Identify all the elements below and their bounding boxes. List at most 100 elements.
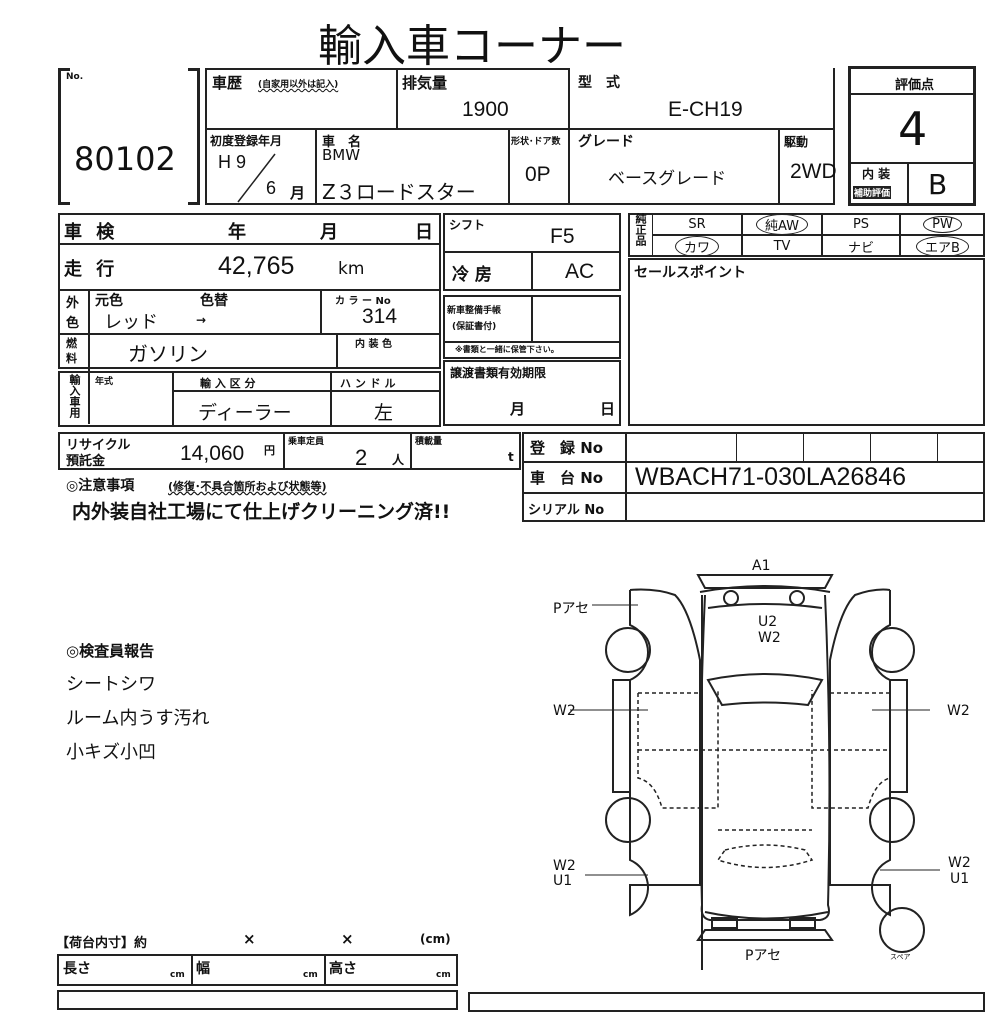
divider xyxy=(88,289,90,424)
drive-cell xyxy=(778,128,835,205)
registration-table xyxy=(522,432,985,522)
cargo-length-label: 長さ xyxy=(63,961,91,977)
fuel-label-1: 燃 xyxy=(66,337,77,350)
option-5: カワ xyxy=(652,235,742,257)
cm-unit: cm xyxy=(170,970,185,980)
page-title: 輸入車コーナー xyxy=(318,21,626,72)
divider xyxy=(172,371,174,427)
score-label: 評価点 xyxy=(895,78,935,93)
divider xyxy=(803,432,804,461)
body-doors-label: 形状･ドア数 xyxy=(511,137,561,147)
car-maker: BMW xyxy=(322,146,361,164)
divider xyxy=(848,93,976,95)
drive-value: 2WD xyxy=(790,160,837,183)
divider xyxy=(172,390,441,392)
spare-label: スペア xyxy=(890,953,911,961)
option-8: エアB xyxy=(900,235,985,257)
model-code-label: 型 式 xyxy=(578,75,620,91)
interior-label-1: 内 装 xyxy=(862,167,891,181)
inspector-line: シートシワ xyxy=(66,674,156,695)
option-1: SR xyxy=(652,213,742,235)
damage-right-door: W2 xyxy=(947,703,970,719)
interior-label-2: 補助評価 xyxy=(853,186,892,199)
mileage-value: 42,765 xyxy=(218,252,295,280)
sales-point-box xyxy=(628,258,985,426)
cm-unit: cm xyxy=(303,970,318,980)
car-name-label: 車 名 xyxy=(322,135,362,150)
inspection-month: 月 xyxy=(320,222,338,243)
shift-label: シフト xyxy=(449,218,486,232)
notes-sub: (修復･不具合箇所および状態等) xyxy=(168,480,327,493)
car-damage-diagram xyxy=(570,574,940,970)
car-outline xyxy=(605,574,925,970)
divider xyxy=(443,341,621,343)
body-doors-value: 0P xyxy=(525,163,551,186)
notes-text: 内外装自社工場にて仕上げクリーニング済!! xyxy=(72,501,451,523)
transfer-label: 譲渡書類有効期限 xyxy=(450,366,547,380)
damage-left-door: W2 xyxy=(553,703,576,719)
first-reg-month: 6 xyxy=(266,178,277,198)
exterior-label-2: 色 xyxy=(66,316,80,331)
option-3: PS xyxy=(822,213,900,235)
slash-divider xyxy=(237,153,276,203)
cargo-table xyxy=(57,954,458,986)
cargo-label: 【荷台内寸】約 xyxy=(56,936,148,951)
ac-value: AC xyxy=(565,260,595,283)
damage-front: A1 xyxy=(752,558,771,574)
inspection-year: 年 xyxy=(228,222,246,243)
option-label: 純AW xyxy=(755,213,809,235)
history-label: 車歴 xyxy=(212,74,243,92)
service-book-label-2: (保証書付) xyxy=(452,322,497,332)
car-model: Z３ロードスター xyxy=(322,180,476,204)
divider xyxy=(870,432,871,461)
option-label: PS xyxy=(852,216,870,232)
bracket-right xyxy=(188,68,200,205)
inspection-day: 日 xyxy=(415,222,433,243)
lot-number: 80102 xyxy=(74,140,176,178)
divider xyxy=(283,432,285,470)
serial-no-label: シリアル No xyxy=(528,503,605,518)
divider xyxy=(320,289,322,335)
damage-rear: Pアセ xyxy=(745,948,782,964)
shift-value: F5 xyxy=(550,225,575,248)
first-reg-month-unit: 月 xyxy=(290,184,306,202)
service-book-label-1: 新車整備手帳 xyxy=(447,306,502,316)
import-label: 輸入車用 xyxy=(68,374,81,418)
option-label: TV xyxy=(773,238,791,254)
interior-color-label: 内 装 色 xyxy=(355,339,392,350)
color-change-label: 色替 xyxy=(200,293,228,309)
first-reg-label: 初度登録年月 xyxy=(210,134,283,148)
recycle-row xyxy=(58,432,521,470)
option-label: ナビ xyxy=(847,240,874,256)
transfer-month: 月 xyxy=(510,400,526,418)
transfer-cell xyxy=(443,360,621,426)
orig-color-value: レッド xyxy=(104,312,158,333)
option-label: カワ xyxy=(674,235,719,257)
divider xyxy=(336,333,338,369)
exterior-label-1: 外 xyxy=(66,296,80,311)
fuel-label-2: 料 xyxy=(66,352,77,365)
divider xyxy=(330,371,332,427)
orig-color-label: 元色 xyxy=(95,293,123,309)
divider xyxy=(324,954,326,986)
capacity-label: 乗車定員 xyxy=(288,437,325,447)
inspection-label: 車 検 xyxy=(64,222,119,243)
divider xyxy=(907,162,909,206)
interior-score: B xyxy=(928,168,948,201)
options-label: 純正品 xyxy=(634,213,647,246)
inspector-line: ルーム内うす汚れ xyxy=(66,708,210,729)
import-year-label: 年式 xyxy=(95,377,114,387)
divider xyxy=(937,432,938,461)
divider xyxy=(410,432,412,470)
service-book-note: ※書類と一緒に保管下さい。 xyxy=(455,345,559,354)
first-reg-year: H 9 xyxy=(218,152,247,172)
score-box xyxy=(848,66,976,206)
option-2: 純AW xyxy=(742,213,822,235)
damage-front-left: Pアセ xyxy=(553,601,590,617)
load-unit: t xyxy=(508,450,514,464)
damage-left-rear-2: U1 xyxy=(553,873,573,889)
import-type-value: ディーラー xyxy=(198,402,292,424)
inspector-label: ◎検査員報告 xyxy=(66,642,155,660)
chassis-no-label: 車 台 No xyxy=(530,469,604,487)
divider xyxy=(848,162,976,164)
